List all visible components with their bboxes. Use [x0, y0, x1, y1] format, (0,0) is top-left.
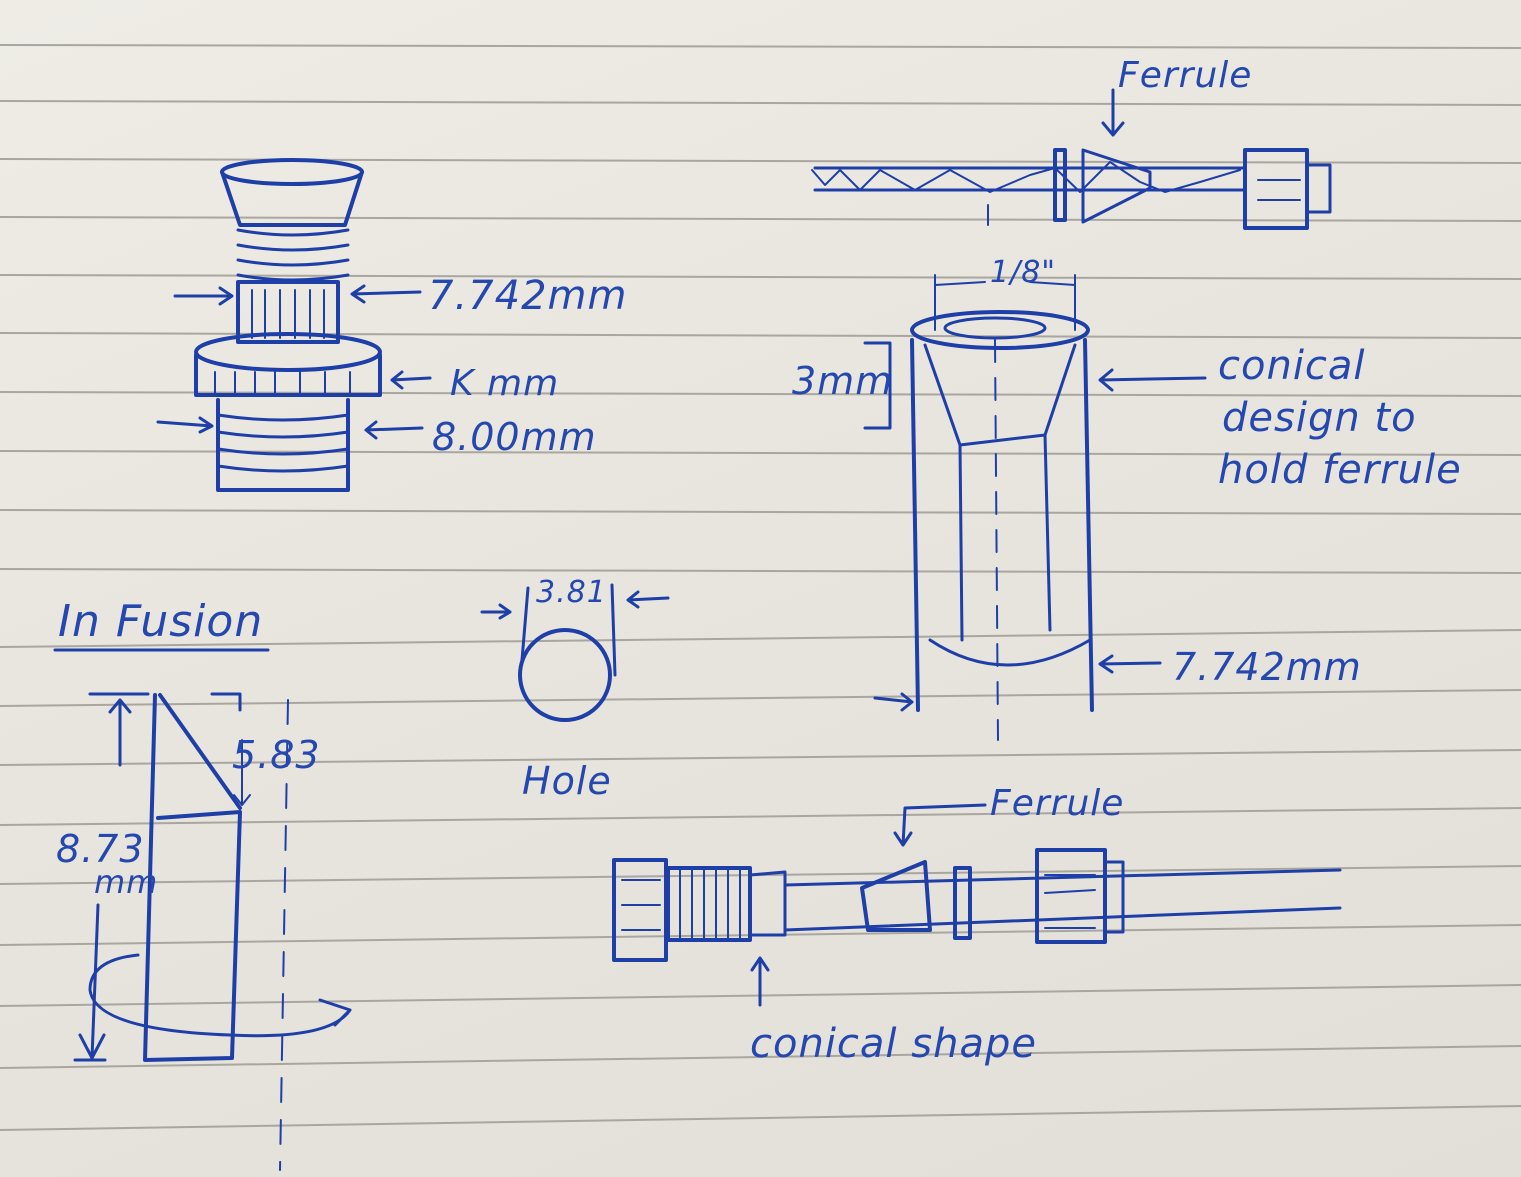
bottom-assembly-drawing [612, 803, 1342, 1007]
bottom-ferrule-label: Ferrule [990, 783, 1125, 824]
cone-note-line3: hold ferrule [1218, 447, 1462, 493]
in-fusion-title: In Fusion [58, 596, 264, 647]
cone-outer-dimension: 7.742mm [1172, 645, 1362, 689]
fusion-chamfer-dimension: 5.83 [232, 733, 321, 777]
fusion-height-unit: mm [94, 863, 159, 901]
cone-holder-drawing [863, 274, 1207, 741]
top-assembly-drawing [811, 88, 1332, 230]
top-ferrule-label: Ferrule [1118, 55, 1253, 96]
cone-note-line1: conical [1218, 343, 1366, 389]
cone-note-line2: design to [1222, 395, 1417, 441]
hole-label: Hole [522, 759, 612, 803]
hole-drawing [480, 583, 670, 722]
in-fusion-drawing [53, 648, 352, 1171]
fitting-top-collar-dimension: 7.742mm [428, 273, 628, 319]
bottom-conical-shape-label: conical shape [750, 1021, 1037, 1067]
cone-top-dimension: 1/8" [990, 255, 1057, 290]
cone-depth-dimension: 3mm [792, 359, 894, 403]
hole-diameter-dimension: 3.81 [536, 575, 607, 610]
fitting-left-drawing [156, 158, 432, 492]
fusion-height-dimension: 8.73 [56, 827, 145, 871]
fitting-thread-dimension: 8.00mm [432, 415, 597, 459]
fitting-flange-dimension: K mm [450, 363, 560, 404]
